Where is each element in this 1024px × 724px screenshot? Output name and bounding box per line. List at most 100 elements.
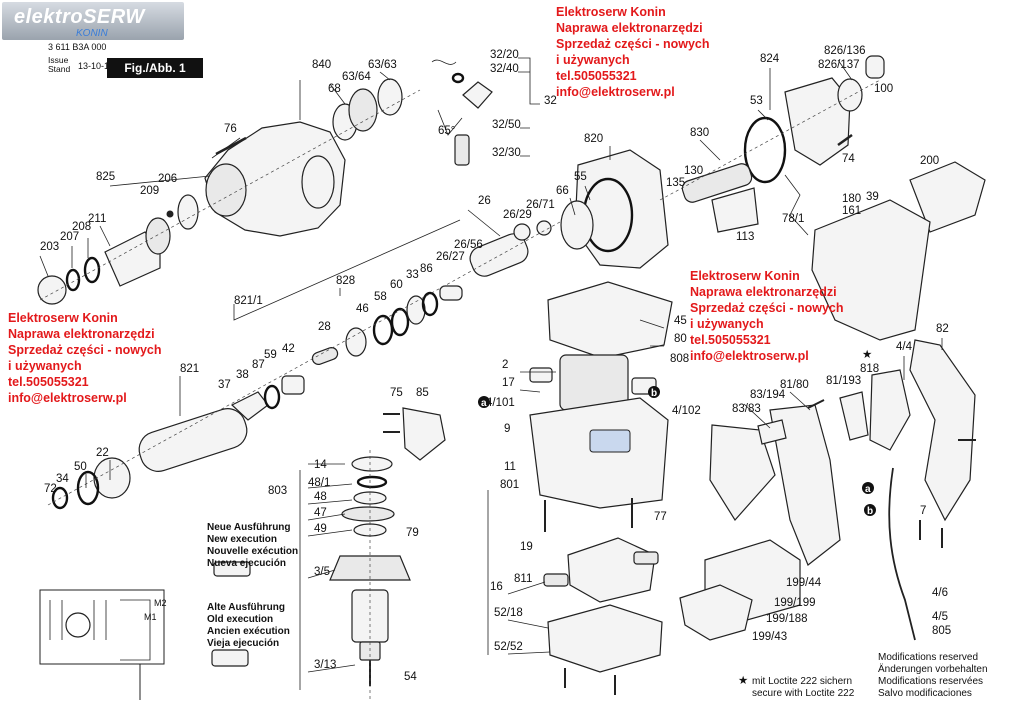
contact-line: Sprzedaż części - nowych xyxy=(690,301,844,315)
wiring-diagram xyxy=(39,589,165,700)
part-label: 42 xyxy=(282,343,295,355)
part-label: 55 xyxy=(574,171,587,183)
part-label: 37 xyxy=(218,379,231,391)
ref-mark-b xyxy=(648,386,660,398)
part-label: 11 xyxy=(504,461,516,473)
part-label: 76 xyxy=(224,123,237,135)
old-execution-line: Alte Ausführung xyxy=(207,602,285,613)
contact-line: Elektroserw Konin xyxy=(556,5,666,19)
part-label: 87 xyxy=(252,359,265,371)
new-execution-line: Neue Ausführung xyxy=(207,522,291,533)
shaft-part xyxy=(681,163,753,203)
flange-part xyxy=(560,200,594,250)
screw-part xyxy=(807,399,825,409)
part-label: 26/71 xyxy=(526,199,555,211)
part-label: 78/1 xyxy=(782,213,804,225)
part-label: 59 xyxy=(264,349,277,361)
part-label: 22 xyxy=(96,447,109,459)
cover-plate-part xyxy=(547,281,673,359)
housing-bore-part xyxy=(205,163,247,217)
clamp-part xyxy=(529,367,553,383)
gear-part xyxy=(784,77,851,166)
part-label: 820 xyxy=(584,133,603,145)
brand-logo-sub: KONIN xyxy=(76,28,108,39)
part-label: 80 xyxy=(674,333,687,345)
field-coil-symbol xyxy=(49,600,107,640)
part-label: 26 xyxy=(478,195,491,207)
part-label: 48/1 xyxy=(308,477,330,489)
part-label: 161 xyxy=(842,205,861,217)
contact-overlay-right: Elektroserw Konin Naprawa elektronarzędz… xyxy=(690,269,844,363)
part-label: 63/63 xyxy=(368,59,397,71)
part-label: 840 xyxy=(312,59,331,71)
contact-line: i używanych xyxy=(690,317,764,331)
part-label: 830 xyxy=(690,127,709,139)
leader-lines xyxy=(39,57,943,690)
new-execution-line: New execution xyxy=(207,534,277,545)
part-label: 209 xyxy=(140,185,159,197)
part-label: 4/101 xyxy=(486,397,515,409)
housing-part xyxy=(529,397,669,509)
switch-part xyxy=(869,369,911,451)
part-label: 826/137 xyxy=(818,59,860,71)
ref-mark-b-letter: b xyxy=(867,506,873,517)
sleeve-part xyxy=(145,217,171,255)
modifications-note-line: Modifications reservées xyxy=(878,676,983,687)
locking-sleeve-part xyxy=(104,231,161,287)
part-label: 38 xyxy=(236,369,249,381)
part-label: 33 xyxy=(406,269,419,281)
part-label: 74 xyxy=(842,153,855,165)
armature-part xyxy=(351,589,389,643)
part-label: 32/30 xyxy=(492,147,521,159)
star-mark: ★ xyxy=(862,349,872,361)
part-label: 208 xyxy=(72,221,91,233)
lever-part xyxy=(462,81,493,109)
new-execution-line: Nouvelle exécution xyxy=(207,546,298,557)
part-label: 85 xyxy=(416,387,429,399)
part-label: 14 xyxy=(314,459,327,471)
bearing-part xyxy=(351,456,393,472)
star-mark: ★ xyxy=(738,675,748,687)
part-label: 811 xyxy=(514,573,532,585)
part-label: 52/52 xyxy=(494,641,523,653)
brand-logo-text: elektroSERW xyxy=(14,6,145,28)
ref-mark-a xyxy=(862,482,874,494)
part-label: 207 xyxy=(60,231,79,243)
part-label: 79 xyxy=(406,527,419,539)
part-label: 48 xyxy=(314,491,327,503)
loctite-note-line: secure with Loctite 222 xyxy=(752,688,855,699)
bearing-part xyxy=(837,78,863,112)
old-execution-line: Ancien exécution xyxy=(207,626,290,637)
sleeve-part xyxy=(454,134,470,166)
part-number-labels: 840 63/63 63/64 68 76 825 209 206 203 20… xyxy=(40,45,951,687)
axis-line xyxy=(47,221,561,506)
contact-line: i używanych xyxy=(556,53,630,67)
part-label: 32/50 xyxy=(492,119,521,131)
part-label: 81/80 xyxy=(780,379,809,391)
part-label: 26/29 xyxy=(503,209,532,221)
ring-part xyxy=(263,384,281,410)
o-ring-part xyxy=(390,307,410,337)
part-label: 4/4 xyxy=(896,341,913,353)
contact-email: info@elektroserw.pl xyxy=(690,349,809,363)
armature-assembly xyxy=(211,407,446,700)
damping-ring-part xyxy=(679,584,753,641)
handle-assembly xyxy=(679,339,976,641)
part-label: 805 xyxy=(932,625,951,637)
figure-label: Fig./Abb. 1 xyxy=(107,58,203,78)
part-label: 26/27 xyxy=(436,251,465,263)
issue-date: 13-10-11 xyxy=(78,61,114,71)
new-bearing-illustration xyxy=(213,561,251,577)
ref-mark-a-letter: a xyxy=(481,398,487,409)
part-label: 4/6 xyxy=(932,587,948,599)
motor-assembly xyxy=(529,281,673,695)
contact-email: info@elektroserw.pl xyxy=(8,391,127,405)
part-label: 34 xyxy=(56,473,69,485)
cable-part xyxy=(888,467,916,641)
part-label: 32/20 xyxy=(490,49,519,61)
dust-cap-part xyxy=(37,275,67,305)
piston-part xyxy=(439,285,463,301)
part-label: 58 xyxy=(374,291,387,303)
new-execution-line: Nueva ejecución xyxy=(207,558,286,569)
part-label: 17 xyxy=(502,377,515,389)
